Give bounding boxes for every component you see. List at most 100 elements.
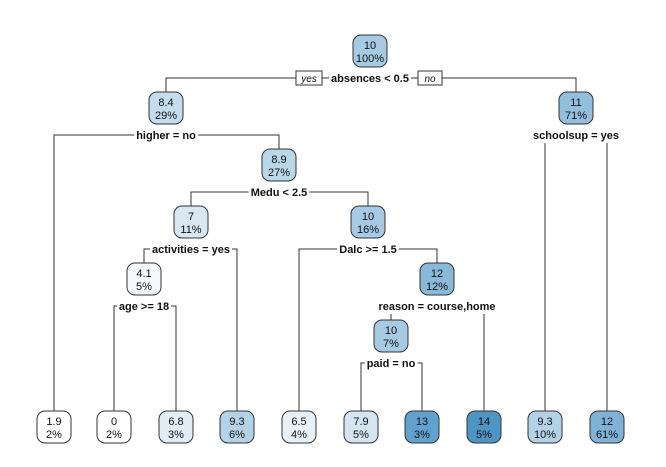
split-label-bg-n-absences-no: [531, 129, 621, 143]
leaf-node-leaf-7: 133%: [404, 410, 440, 444]
split-label-bg-n-medu-no: [337, 243, 399, 257]
leaf-node-leaf-2: 02%: [96, 410, 132, 444]
node-box: [404, 410, 440, 444]
node-percent: 16%: [357, 224, 379, 236]
node-value: 14: [478, 416, 490, 428]
node-percent: 71%: [565, 110, 587, 122]
node-value: 0: [111, 416, 117, 428]
split-label-n-medu-yes: activities = yes: [152, 244, 230, 256]
node-percent: 2%: [46, 429, 62, 441]
split-label-n-absences-no: schoolsup = yes: [533, 130, 619, 142]
node-value: 7: [188, 211, 194, 223]
node-value: 10: [385, 325, 397, 337]
node-box: [350, 205, 386, 239]
node-percent: 27%: [268, 167, 290, 179]
split-label-n-reason-yes: paid = no: [367, 358, 416, 370]
node-box: [466, 410, 502, 444]
edge-n-absences-yes-to-n-higher-no: [166, 134, 280, 149]
node-box: [36, 410, 72, 444]
split-label-n-dalc-no: reason = course,home: [378, 301, 495, 313]
tree-node-n-medu-yes: 711%: [173, 205, 209, 239]
node-value: 9.3: [537, 416, 552, 428]
node-percent: 3%: [414, 429, 430, 441]
node-box: [219, 410, 255, 444]
node-box: [589, 410, 625, 444]
leaf-node-leaf-4: 9.36%: [219, 410, 255, 444]
node-value: 10: [364, 40, 376, 52]
edge-n-medu-yes-to-leaf-4: [191, 248, 238, 411]
edge-n-activities-yes-to-leaf-2: [113, 305, 144, 411]
node-percent: 4%: [291, 429, 307, 441]
node-box: [527, 410, 563, 444]
node-box: [261, 148, 297, 182]
edge-n-activities-yes-to-leaf-3: [144, 305, 177, 411]
node-percent: 6%: [229, 429, 245, 441]
node-box: [419, 262, 455, 296]
node-value: 8.9: [271, 154, 286, 166]
node-box: [281, 410, 317, 444]
node-percent: 5%: [136, 281, 152, 293]
leaf-node-leaf-1: 1.92%: [36, 410, 72, 444]
tree-node-n-higher-no: 8.927%: [261, 148, 297, 182]
split-label-n-higher-no: Medu < 2.5: [251, 187, 308, 199]
node-percent: 5%: [476, 429, 492, 441]
tree-node-n-activities-yes: 4.15%: [126, 262, 162, 296]
yes-branch-box: [295, 70, 323, 86]
node-percent: 10%: [534, 429, 556, 441]
node-percent: 100%: [356, 53, 384, 65]
split-label-bg-n-medu-yes: [150, 243, 232, 257]
node-value: 11: [570, 97, 581, 109]
split-label-n-absences-yes: higher = no: [136, 130, 196, 142]
no-branch-box: [417, 70, 443, 86]
node-value: 1.9: [46, 416, 61, 428]
tree-node-n-absences-yes: 8.429%: [148, 91, 184, 125]
node-box: [96, 410, 132, 444]
node-percent: 61%: [596, 429, 618, 441]
split-label-bg-n-reason-yes: [364, 357, 418, 371]
tree-node-n-reason-yes: 107%: [373, 319, 409, 353]
node-percent: 11%: [180, 224, 201, 236]
node-value: 12: [431, 268, 443, 280]
split-labels: absences < 0.5 higher = no schoolsup = yes…: [116, 72, 621, 371]
split-label-bg-n-absences-yes: [134, 129, 199, 143]
tree-nodes: 10100%8.429%1171%8.927%711%1016%4.15%121…: [36, 34, 625, 444]
node-percent: 12%: [426, 281, 448, 293]
node-box: [158, 410, 194, 444]
node-value: 4.1: [136, 268, 151, 280]
node-value: 8.4: [158, 97, 173, 109]
node-value: 7.9: [353, 416, 368, 428]
node-box: [558, 91, 594, 125]
split-label-bg-n-activities-yes: [116, 300, 172, 314]
node-percent: 29%: [155, 110, 177, 122]
node-value: 10: [362, 211, 374, 223]
leaf-node-leaf-3: 6.83%: [158, 410, 194, 444]
node-value: 6.5: [291, 416, 306, 428]
node-box: [352, 34, 388, 68]
node-box: [148, 91, 184, 125]
root-branch-labels: yes no: [295, 70, 443, 86]
node-box: [343, 410, 379, 444]
node-value: 13: [416, 416, 428, 428]
node-percent: 5%: [353, 429, 369, 441]
node-value: 9.3: [229, 416, 244, 428]
edge-n-absences-yes-to-leaf-1: [53, 134, 166, 411]
leaf-node-leaf-5: 6.54%: [281, 410, 317, 444]
edge-n-absences-no-to-leaf-9: [544, 134, 576, 411]
node-box: [373, 319, 409, 353]
yes-branch-label: yes: [300, 74, 317, 85]
node-percent: 7%: [383, 338, 399, 350]
node-percent: 3%: [168, 429, 184, 441]
tree-edges: [53, 77, 608, 411]
edge-n-medu-no-to-leaf-5: [298, 248, 368, 411]
split-label-bg-n-higher-no: [248, 186, 310, 200]
split-label-n-medu-no: Dalc >= 1.5: [339, 244, 397, 256]
node-value: 6.8: [168, 416, 183, 428]
split-label-root: absences < 0.5: [331, 73, 409, 85]
edge-n-absences-no-to-leaf-10: [576, 134, 608, 411]
